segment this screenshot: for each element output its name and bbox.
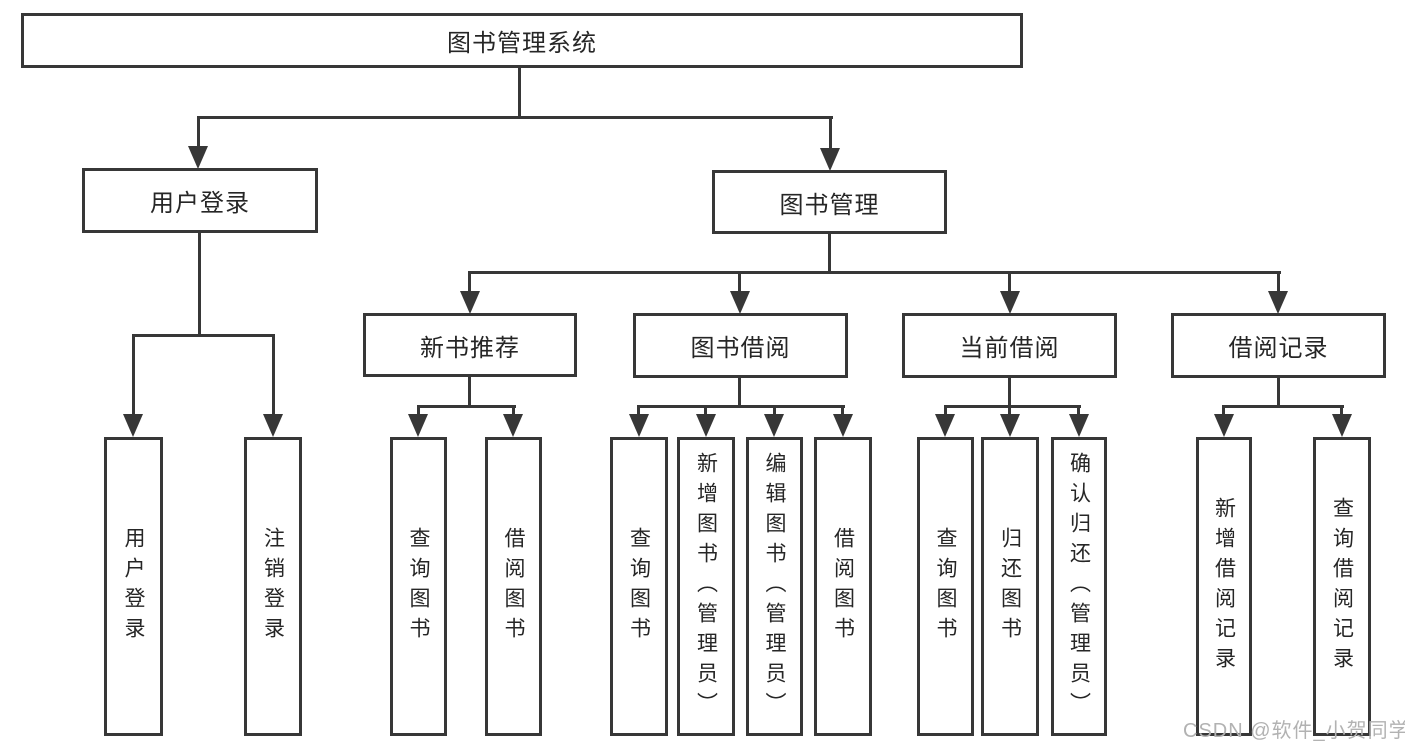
leaf-add-borrow-record: 新增借阅记录	[1196, 437, 1252, 736]
arrowhead-current-borrow	[1000, 291, 1020, 314]
arrowhead-leaf	[1332, 414, 1352, 437]
leaf-query-books-current: 查询图书	[917, 437, 974, 736]
leaf-logout: 注销登录	[244, 437, 302, 736]
connector-root-span	[197, 116, 833, 119]
arrowhead-leaf	[1069, 414, 1089, 437]
connector-stem-book-mgmt	[829, 118, 832, 150]
connector-new-book-span	[417, 405, 516, 408]
leaf-borrow-books-recommend: 借阅图书	[485, 437, 542, 736]
connector-stem-borrow-records	[1277, 273, 1280, 293]
connector-stem-user-login	[197, 118, 200, 148]
connector-borrow-records-drop	[1277, 378, 1280, 408]
arrowhead-leaf	[764, 414, 784, 437]
node-borrowing-records: 借阅记录	[1171, 313, 1386, 378]
leaf-query-books-recommend: 查询图书	[390, 437, 447, 736]
connector-root-drop	[518, 66, 521, 118]
arrowhead-user-login	[188, 146, 208, 169]
arrowhead-leaf	[503, 414, 523, 437]
connector-stem-new-book	[468, 273, 471, 293]
connector-stem-leaf	[1008, 407, 1011, 416]
connector-new-book-drop	[468, 377, 471, 408]
arrowhead-leaf	[833, 414, 853, 437]
connector-stem-leaf	[417, 407, 420, 416]
connector-stem-login-leaf	[132, 336, 135, 414]
connector-stem-logout-leaf	[272, 336, 275, 414]
arrowhead-leaf	[1000, 414, 1020, 437]
connector-stem-leaf	[512, 407, 515, 416]
leaf-query-books-borrowing: 查询图书	[610, 437, 668, 736]
arrowhead-login-leaf	[123, 414, 143, 437]
arrowhead-leaf	[629, 414, 649, 437]
arrowhead-leaf	[935, 414, 955, 437]
connector-stem-leaf	[704, 407, 707, 416]
connector-stem-leaf	[841, 407, 844, 416]
node-book-borrowing: 图书借阅	[633, 313, 848, 378]
leaf-confirm-return-admin: 确认归还（管理员）	[1051, 437, 1107, 736]
connector-book-borrow-drop	[738, 378, 741, 408]
connector-book-mgmt-drop	[828, 234, 831, 273]
arrowhead-borrow-records	[1268, 291, 1288, 314]
arrowhead-leaf	[696, 414, 716, 437]
arrowhead-new-book	[460, 291, 480, 314]
connector-current-borrow-span	[944, 405, 1081, 408]
connector-current-borrow-drop	[1008, 378, 1011, 408]
connector-book-mgmt-span	[468, 271, 1281, 274]
connector-book-borrow-span	[637, 405, 845, 408]
connector-user-login-span	[132, 334, 275, 337]
node-user-login: 用户登录	[82, 168, 318, 233]
arrowhead-book-borrow	[730, 291, 750, 314]
arrowhead-leaf	[408, 414, 428, 437]
leaf-borrow-books-borrowing: 借阅图书	[814, 437, 872, 736]
connector-user-login-drop	[198, 233, 201, 337]
node-new-book-recommend: 新书推荐	[363, 313, 577, 377]
connector-borrow-records-span	[1222, 405, 1344, 408]
connector-stem-leaf	[944, 407, 947, 416]
connector-stem-leaf	[1222, 407, 1225, 416]
connector-stem-book-borrow	[738, 273, 741, 293]
arrowhead-leaf	[1214, 414, 1234, 437]
connector-stem-leaf	[773, 407, 776, 416]
connector-stem-leaf	[1340, 407, 1343, 416]
connector-stem-leaf	[1077, 407, 1080, 416]
leaf-edit-books-admin: 编辑图书（管理员）	[746, 437, 803, 736]
csdn-watermark: CSDN @软件_小贺同学	[1183, 720, 1405, 742]
connector-stem-current-borrow	[1008, 273, 1011, 293]
node-book-management: 图书管理	[712, 170, 947, 234]
connector-stem-leaf	[637, 407, 640, 416]
leaf-add-books-admin: 新增图书（管理员）	[677, 437, 735, 736]
arrowhead-book-mgmt	[820, 148, 840, 171]
node-root-library-system: 图书管理系统	[21, 13, 1023, 68]
leaf-query-borrow-record: 查询借阅记录	[1313, 437, 1371, 736]
leaf-user-login: 用户登录	[104, 437, 163, 736]
leaf-return-books: 归还图书	[981, 437, 1039, 736]
node-current-borrowing: 当前借阅	[902, 313, 1117, 378]
arrowhead-logout-leaf	[263, 414, 283, 437]
